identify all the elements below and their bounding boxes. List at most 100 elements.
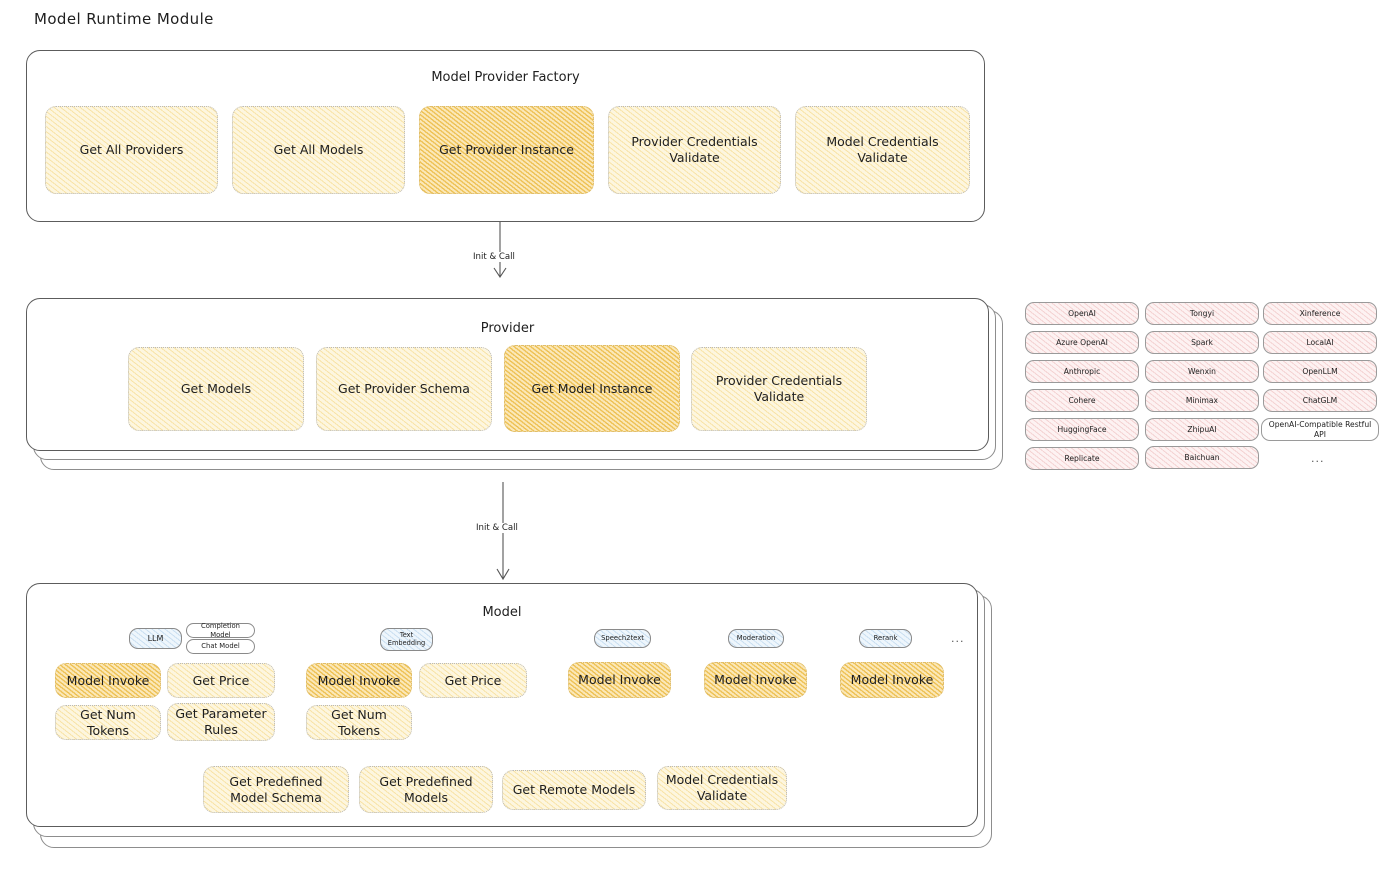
provider-node-get-model-instance[interactable]: Get Model Instance (504, 345, 680, 432)
factory-title: Model Provider Factory (431, 70, 580, 85)
provider-list-more: ... (1311, 452, 1325, 465)
node-label: Get Provider Schema (338, 381, 470, 397)
provider-pill-tongyi[interactable]: Tongyi (1145, 302, 1259, 325)
node-label: Get Model Instance (531, 380, 653, 396)
model-node-model-credentials-validate[interactable]: Model Credentials Validate (657, 766, 787, 810)
provider-pill-label: Minimax (1185, 395, 1219, 405)
model-sub-badge-chat-model[interactable]: Chat Model (186, 639, 255, 654)
provider-pill-label: OpenAI (1068, 308, 1096, 318)
node-label: Model Invoke (578, 672, 661, 688)
node-label: Model Invoke (850, 672, 934, 688)
provider-node-get-models[interactable]: Get Models (128, 347, 304, 431)
text-embedding-node-get-price[interactable]: Get Price (419, 663, 527, 698)
node-label: Get Parameter Rules (175, 706, 267, 737)
model-type-badge-speech2text[interactable]: Speech2text (594, 629, 651, 648)
rerank-node-model-invoke[interactable]: Model Invoke (840, 662, 944, 698)
speech2text-node-model-invoke[interactable]: Model Invoke (568, 662, 671, 698)
provider-pill-label: Tongyi (1189, 308, 1215, 318)
provider-pill-spark[interactable]: Spark (1145, 331, 1259, 354)
provider-pill-azure-openai[interactable]: Azure OpenAI (1025, 331, 1139, 354)
node-label: Get Remote Models (512, 782, 636, 798)
provider-pill-label: ZhipuAI (1187, 424, 1217, 434)
model-title: Model (482, 605, 522, 620)
badge-label: Text Embedding (387, 630, 426, 647)
model-node-get-remote-models[interactable]: Get Remote Models (502, 770, 646, 810)
node-label: Provider Credentials Validate (631, 134, 758, 165)
badge-label: LLM (147, 633, 164, 643)
provider-pill-chatglm[interactable]: ChatGLM (1263, 389, 1377, 412)
provider-pill-label: OpenAI-Compatible Restful API (1268, 420, 1372, 439)
factory-node-get-all-providers[interactable]: Get All Providers (45, 106, 218, 194)
provider-pill-wenxin[interactable]: Wenxin (1145, 360, 1259, 383)
factory-node-model-credentials-validate[interactable]: Model Credentials Validate (795, 106, 970, 194)
provider-node-provider-credentials-validate[interactable]: Provider Credentials Validate (691, 347, 867, 431)
node-label: Get Price (192, 672, 250, 688)
provider-pill-label: HuggingFace (1057, 424, 1107, 434)
provider-title: Provider (480, 321, 535, 336)
provider-pill-openai-compatible-restful-api[interactable]: OpenAI-Compatible Restful API (1261, 418, 1379, 441)
provider-pill-openllm[interactable]: OpenLLM (1263, 360, 1377, 383)
llm-node-get-num-tokens[interactable]: Get Num Tokens (55, 705, 161, 740)
provider-pill-zhipuai[interactable]: ZhipuAI (1145, 418, 1259, 441)
model-node-get-predefined-models[interactable]: Get Predefined Models (359, 766, 493, 813)
model-type-badge-text-embedding[interactable]: Text Embedding (380, 628, 433, 651)
provider-pill-baichuan[interactable]: Baichuan (1145, 446, 1259, 469)
provider-pill-label: Baichuan (1184, 452, 1220, 462)
llm-node-model-invoke[interactable]: Model Invoke (55, 663, 161, 698)
provider-pill-anthropic[interactable]: Anthropic (1025, 360, 1139, 383)
provider-pill-label: ChatGLM (1302, 395, 1338, 405)
llm-node-get-price[interactable]: Get Price (167, 663, 275, 698)
provider-pill-label: OpenLLM (1302, 366, 1338, 376)
provider-pill-label: Anthropic (1063, 366, 1101, 376)
arrow-label-init-call-2: Init & Call (473, 523, 521, 533)
badge-label: Speech2text (601, 634, 644, 643)
provider-pill-label: Wenxin (1188, 366, 1216, 376)
model-node-get-predefined-model-schema[interactable]: Get Predefined Model Schema (203, 766, 349, 813)
node-label: Get Num Tokens (331, 706, 387, 738)
model-types-more: ... (951, 632, 965, 645)
model-type-badge-llm[interactable]: LLM (129, 628, 182, 649)
node-label: Get All Models (273, 142, 364, 158)
factory-node-get-all-models[interactable]: Get All Models (232, 106, 405, 194)
factory-node-get-provider-instance[interactable]: Get Provider Instance (419, 106, 594, 194)
provider-node-get-provider-schema[interactable]: Get Provider Schema (316, 347, 492, 431)
page-title: Model Runtime Module (34, 10, 214, 28)
node-label: Model Credentials Validate (826, 134, 939, 165)
provider-pill-xinference[interactable]: Xinference (1263, 302, 1377, 325)
provider-pill-label: Spark (1191, 337, 1213, 347)
provider-pill-label: Azure OpenAI (1056, 337, 1108, 347)
sub-badge-label: Chat Model (201, 642, 240, 651)
node-label: Model Invoke (317, 672, 401, 688)
text-embedding-node-model-invoke[interactable]: Model Invoke (306, 663, 412, 698)
node-label: Get Num Tokens (80, 706, 136, 738)
provider-pill-label: LocalAI (1306, 337, 1334, 347)
provider-pill-minimax[interactable]: Minimax (1145, 389, 1259, 412)
text-embedding-node-get-num-tokens[interactable]: Get Num Tokens (306, 705, 412, 740)
provider-pill-huggingface[interactable]: HuggingFace (1025, 418, 1139, 441)
badge-label: Moderation (736, 634, 776, 643)
sub-badge-label: Completion Model (201, 622, 240, 639)
provider-pill-replicate[interactable]: Replicate (1025, 447, 1139, 470)
provider-pill-openai[interactable]: OpenAI (1025, 302, 1139, 325)
model-type-badge-moderation[interactable]: Moderation (728, 629, 784, 648)
node-label: Get All Providers (79, 142, 184, 158)
model-sub-badge-completion-model[interactable]: Completion Model (186, 622, 255, 639)
badge-label: Rerank (873, 634, 898, 643)
node-label: Model Credentials Validate (665, 772, 779, 803)
provider-pill-label: Cohere (1068, 395, 1096, 405)
node-label: Get Predefined Model Schema (229, 773, 323, 805)
model-type-badge-rerank[interactable]: Rerank (859, 629, 912, 648)
factory-node-provider-credentials-validate[interactable]: Provider Credentials Validate (608, 106, 781, 194)
node-label: Get Models (180, 381, 252, 397)
node-label: Model Invoke (66, 672, 150, 688)
node-label: Get Price (444, 672, 502, 688)
moderation-node-model-invoke[interactable]: Model Invoke (704, 662, 807, 698)
arrow-label-init-call-1: Init & Call (470, 252, 518, 262)
node-label: Get Predefined Models (379, 773, 473, 805)
provider-pill-localai[interactable]: LocalAI (1263, 331, 1377, 354)
provider-pill-label: Xinference (1299, 308, 1341, 318)
provider-pill-cohere[interactable]: Cohere (1025, 389, 1139, 412)
provider-pill-label: Replicate (1064, 453, 1100, 463)
llm-node-get-parameter-rules[interactable]: Get Parameter Rules (167, 703, 275, 741)
